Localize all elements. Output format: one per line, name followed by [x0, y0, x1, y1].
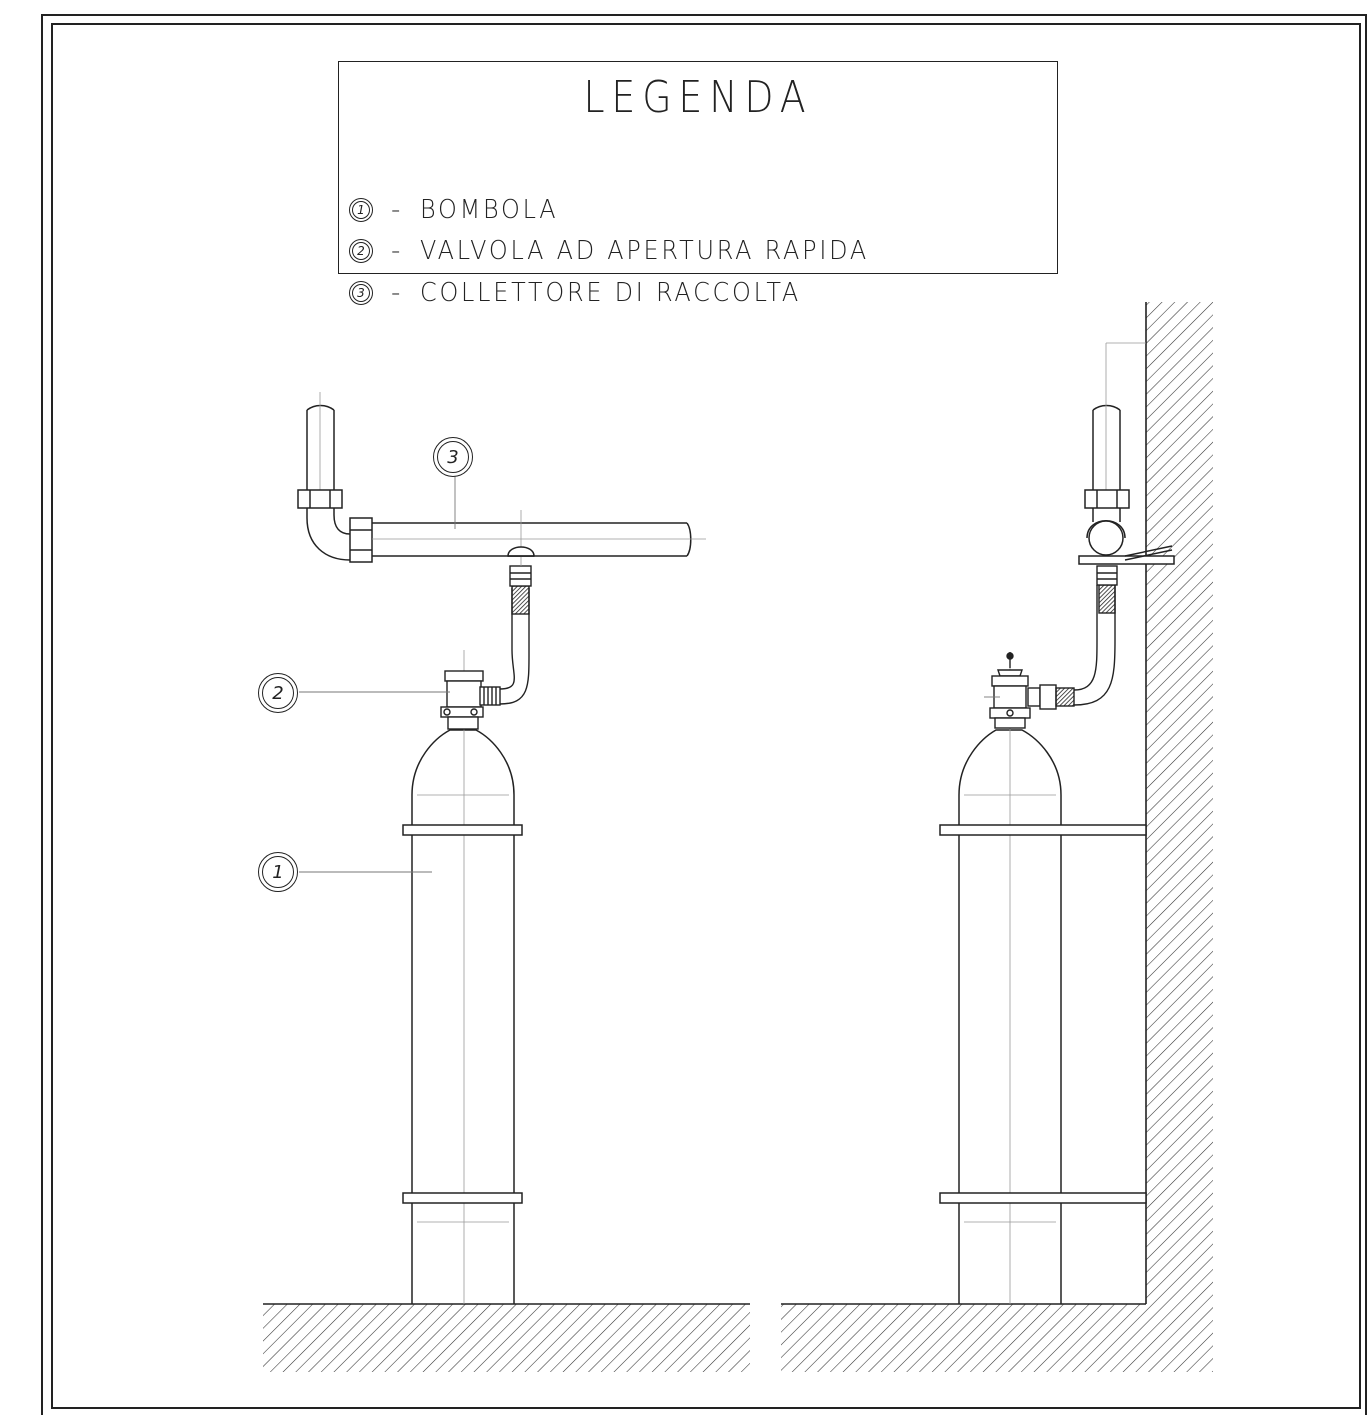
- legend-dash: -: [391, 236, 401, 266]
- legend-item-collettore: 3 - COLLETTORE DI RACCOLTA: [349, 278, 835, 308]
- legend-title: LEGENDA: [583, 72, 813, 123]
- leader-lines-left: [299, 476, 456, 873]
- legend-item-label: BOMBOLA: [420, 195, 559, 225]
- wall-right: [1145, 302, 1213, 1304]
- hose-left: [499, 565, 532, 705]
- ground-left: [263, 1303, 750, 1372]
- legend-number-badge: 2: [349, 239, 373, 263]
- cylinder-left: [402, 650, 523, 1304]
- manifold-right: [1078, 342, 1175, 565]
- valve-left: [440, 670, 501, 730]
- callout-1-bombola: 1: [258, 852, 298, 892]
- legend-dash: -: [391, 278, 401, 308]
- legend-number-badge: 1: [349, 198, 373, 222]
- legend-number-badge: 3: [349, 281, 373, 305]
- manifold-left: [297, 392, 706, 566]
- hose-right: [1073, 565, 1118, 706]
- callout-3-collettore: 3: [433, 437, 473, 477]
- legend-item-bombola: 1 - BOMBOLA: [349, 195, 571, 225]
- callout-2-valvola: 2: [258, 673, 298, 713]
- legend-box: LEGENDA 1 - BOMBOLA 2 - VALVOLA AD APERT…: [338, 61, 1058, 308]
- valve-right: [989, 652, 1075, 729]
- cylinder-right: [939, 660, 1147, 1304]
- sheet-inner-border: [51, 23, 1361, 1409]
- legend-item-valvola: 2 - VALVOLA AD APERTURA RAPIDA: [349, 236, 908, 266]
- legend-item-label: COLLETTORE DI RACCOLTA: [420, 278, 802, 308]
- ground-right: [781, 1303, 1213, 1372]
- sheet-outer-border: [41, 14, 1367, 1415]
- legend-dash: -: [391, 195, 401, 225]
- legend-item-label: VALVOLA AD APERTURA RAPIDA: [420, 236, 870, 266]
